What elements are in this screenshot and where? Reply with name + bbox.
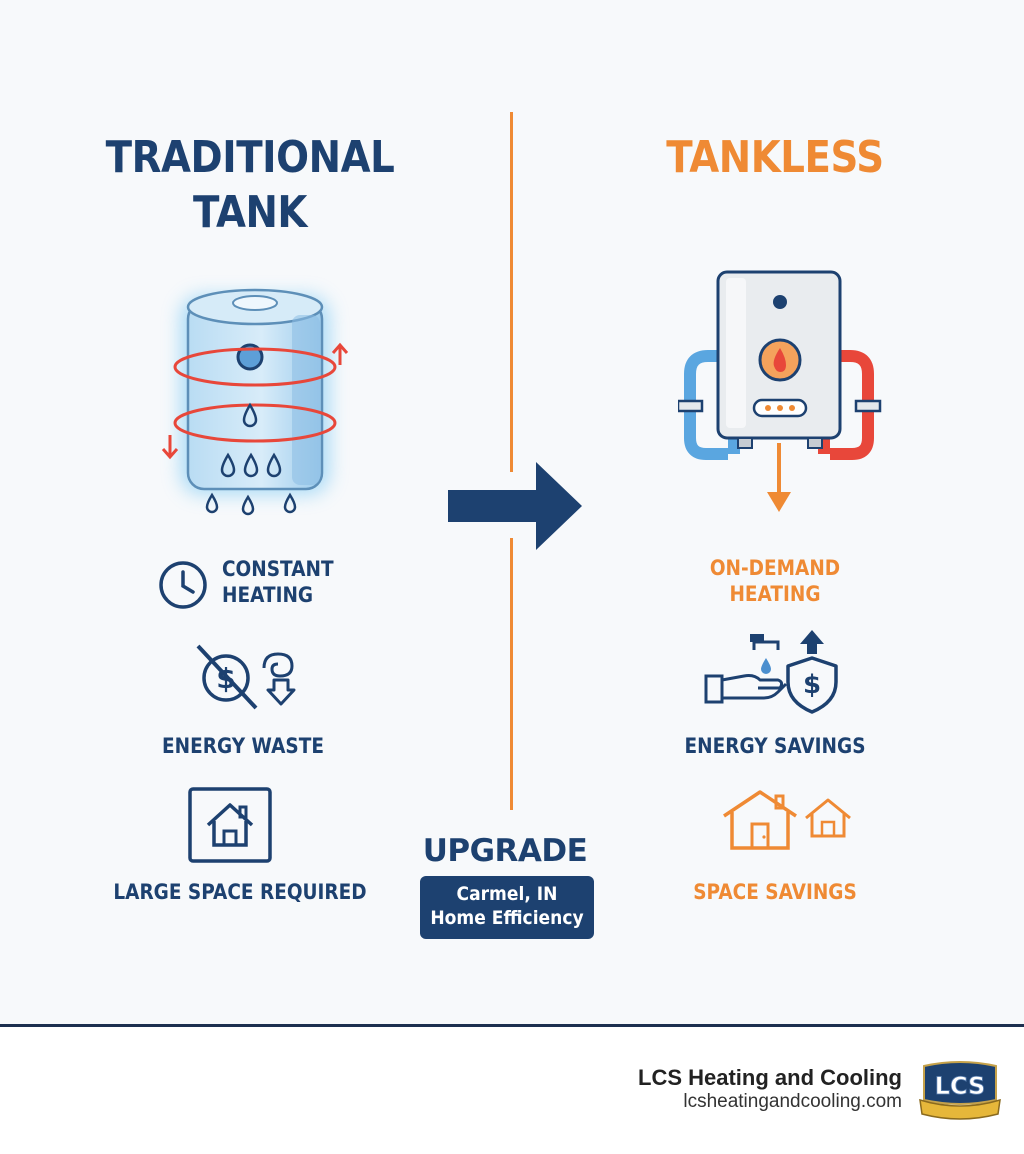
on-demand-heating-label: ON-DEMAND HEATING: [709, 556, 841, 606]
water-tank-icon: [161, 288, 349, 516]
brand-url: lcsheatingandcooling.com: [683, 1091, 902, 1112]
footer-divider: [0, 1024, 1024, 1027]
tankless-heater-icon: [678, 270, 882, 512]
no-money-icon: $: [196, 644, 296, 710]
hand-shield-dollar-icon: $: [704, 630, 838, 714]
traditional-tank-title: TRADITIONAL TANK: [105, 132, 395, 238]
constant-heating-label: CONSTANT HEATING: [222, 557, 334, 607]
right-arrow-icon: [448, 462, 582, 550]
svg-text:$: $: [803, 670, 821, 700]
energy-savings-label: ENERGY SAVINGS: [684, 734, 866, 758]
house-icon: [188, 787, 272, 863]
location-badge: Carmel, IN Home Efficiency: [420, 876, 594, 939]
brand-name: LCS Heating and Cooling: [638, 1065, 902, 1090]
houses-icon: [723, 790, 851, 850]
large-space-label: LARGE SPACE REQUIRED: [113, 880, 367, 904]
svg-text:LCS: LCS: [935, 1072, 986, 1100]
clock-icon: [159, 561, 207, 609]
lcs-logo: LCS: [919, 1061, 1001, 1120]
divider-line-bottom: [510, 538, 513, 810]
divider-line-top: [510, 112, 513, 472]
tankless-title: TANKLESS: [666, 132, 884, 183]
footer: [0, 1027, 1024, 1154]
space-savings-label: SPACE SAVINGS: [693, 880, 857, 904]
energy-waste-label: ENERGY WASTE: [162, 734, 324, 758]
